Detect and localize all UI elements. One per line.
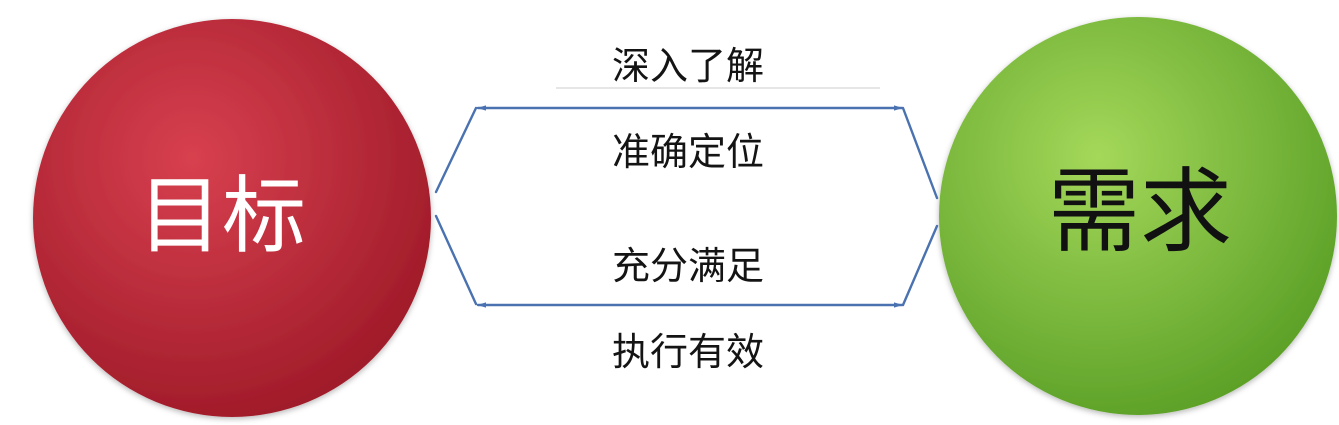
upper-label-below: 准确定位 — [612, 130, 764, 174]
lower-left-diagonal — [434, 214, 478, 306]
upper-label-above: 深入了解 — [612, 44, 764, 88]
lower-label-above: 充分满足 — [612, 244, 764, 288]
demand-label: 需求 — [1048, 159, 1232, 266]
upper-right-diagonal — [901, 106, 939, 200]
demand-node: 需求 — [939, 17, 1337, 415]
target-circle — [33, 19, 431, 417]
upper-left-diagonal — [434, 106, 478, 194]
target-label: 目标 — [138, 167, 306, 265]
lower-label-below: 执行有效 — [612, 330, 764, 374]
target-node: 目标 — [33, 19, 431, 417]
lower-connector — [434, 214, 939, 308]
demand-circle — [939, 17, 1337, 415]
lower-right-diagonal — [901, 224, 939, 307]
upper-connector — [434, 105, 939, 200]
